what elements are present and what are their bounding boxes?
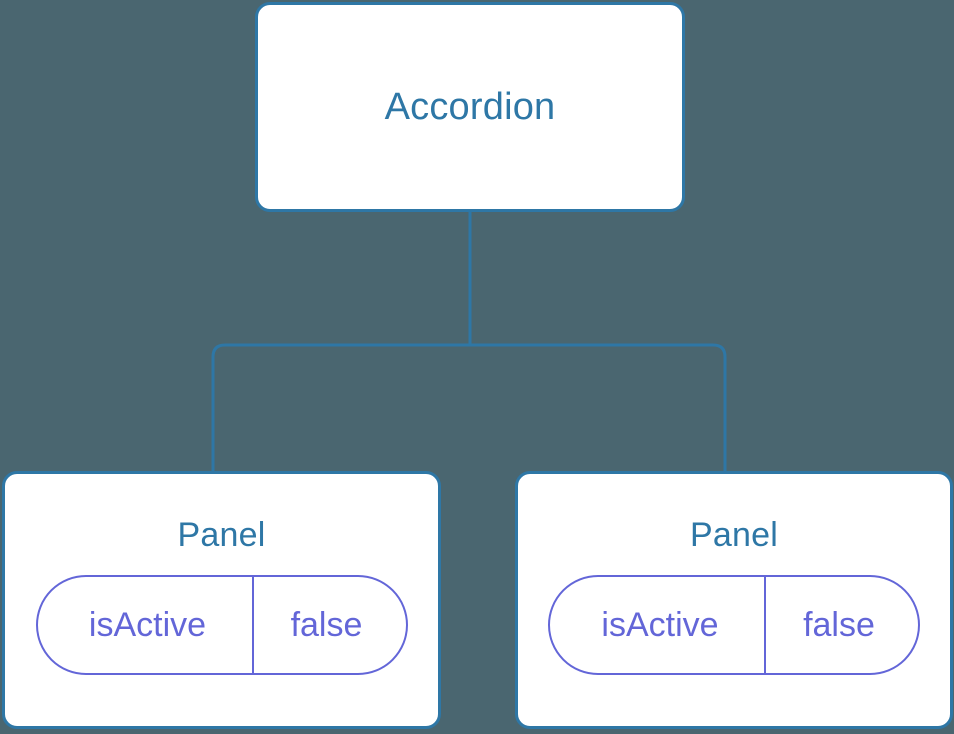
state-value: false <box>290 605 363 644</box>
state-pill-isactive[interactable]: isActive false <box>548 575 920 675</box>
node-title: Panel <box>177 516 266 554</box>
node-accordion[interactable]: Accordion <box>255 2 685 212</box>
state-pill-isactive[interactable]: isActive false <box>35 575 408 675</box>
node-panel-left[interactable]: Panel isActive false <box>2 471 441 729</box>
state-key: isActive <box>550 577 766 673</box>
state-value: false <box>803 605 875 644</box>
connector-branch-left <box>211 343 470 474</box>
node-title: Accordion <box>384 86 556 128</box>
connector-branch-right <box>470 343 727 474</box>
node-title: Panel <box>690 516 778 554</box>
node-panel-right[interactable]: Panel isActive false <box>515 471 953 729</box>
state-key: isActive <box>38 577 254 673</box>
